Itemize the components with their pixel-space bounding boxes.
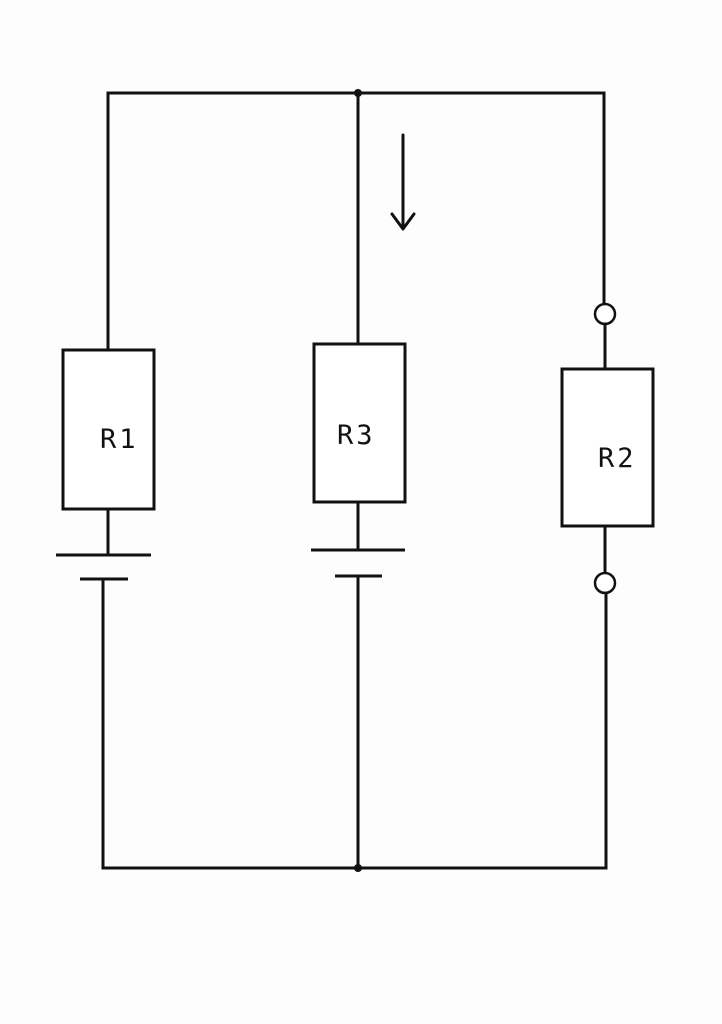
resistor-r3-label: R3 <box>337 420 376 451</box>
current-direction-arrow-icon <box>390 133 416 231</box>
resistor-r2 <box>560 367 655 528</box>
resistor-r1 <box>61 348 156 511</box>
resistor-r2-label: R2 <box>598 443 637 474</box>
terminal-top-icon <box>593 302 617 326</box>
terminal-bottom-icon <box>593 571 617 595</box>
resistor-r1-label: R1 <box>100 424 139 455</box>
resistor-r3 <box>312 342 407 504</box>
